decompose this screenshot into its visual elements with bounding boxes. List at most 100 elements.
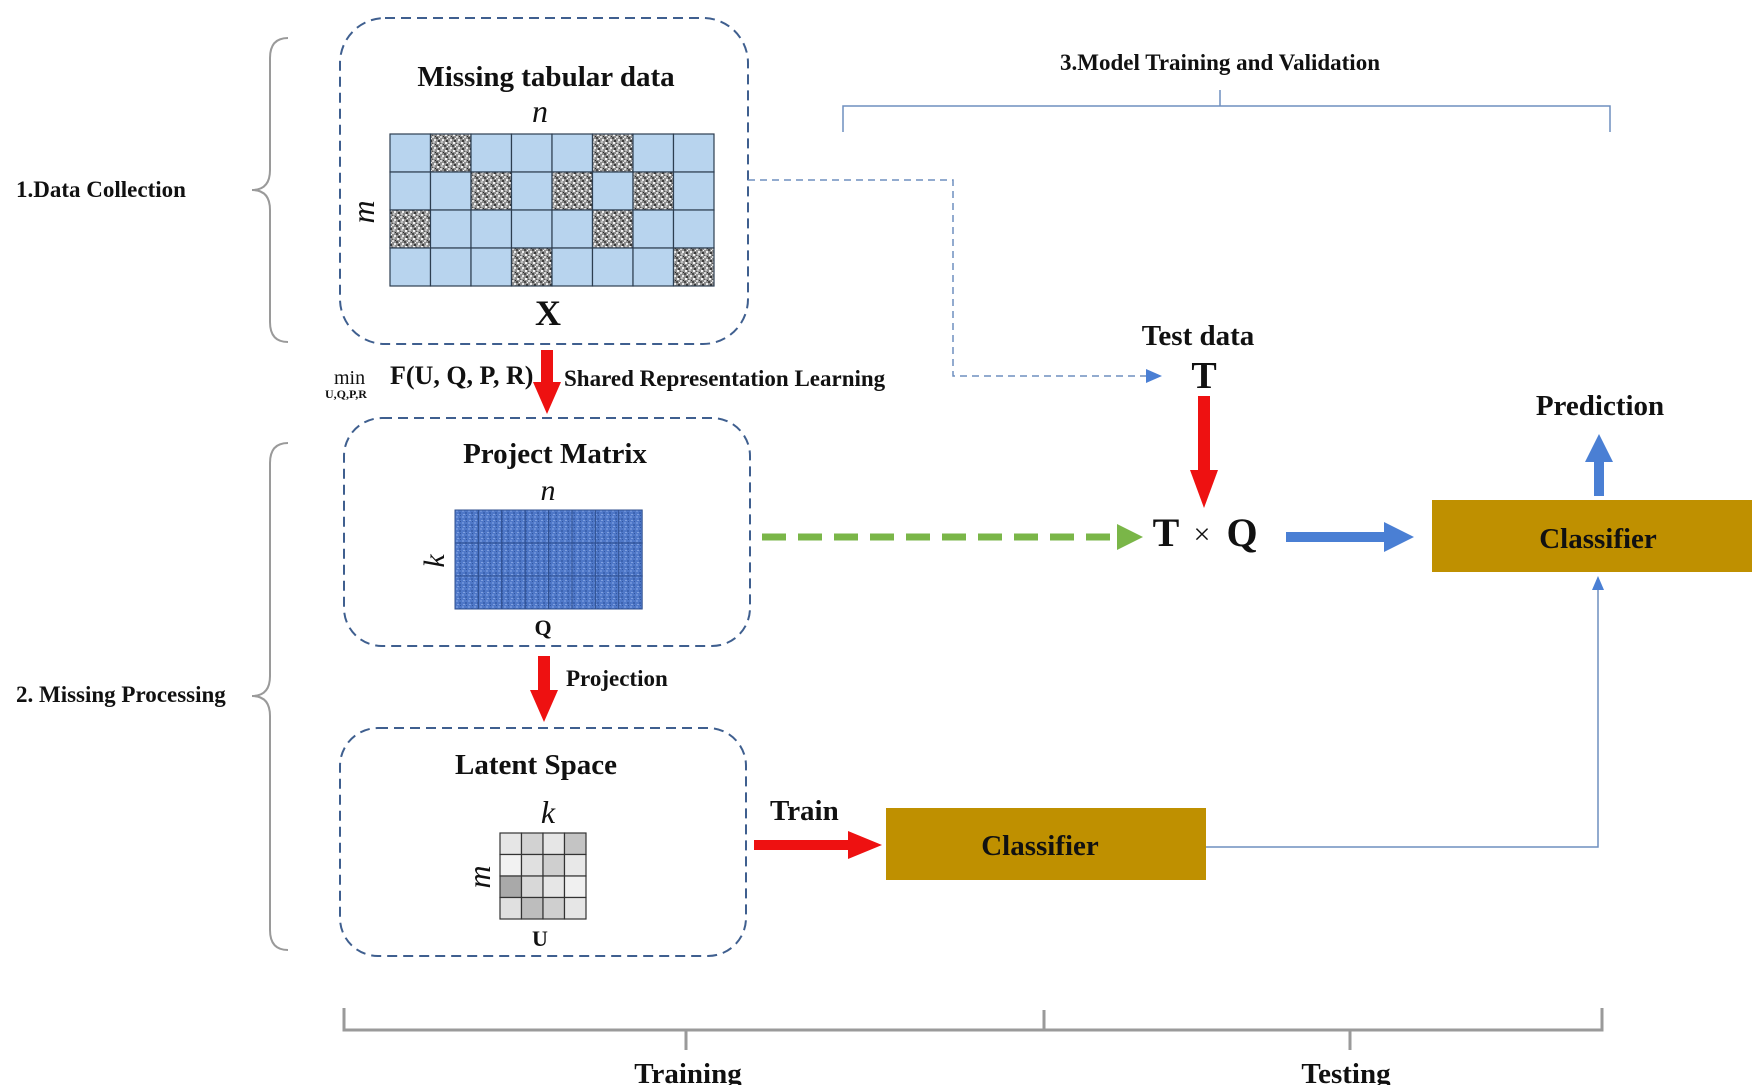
matrix-q-cell (618, 542, 643, 577)
matrix-x-cell (389, 171, 432, 211)
arrow-train-head (848, 831, 882, 859)
matrix-q-cell (548, 575, 573, 610)
title-test-data: Test data (1142, 320, 1255, 352)
matrix-q-cell (454, 509, 479, 544)
label-testing: Testing (1301, 1058, 1391, 1085)
matrix-u-cell (499, 853, 523, 877)
dim-n-project: n (541, 474, 556, 507)
test-data-symbol: T (1191, 355, 1216, 397)
matrix-q-cell (501, 542, 526, 577)
arrow-projection-shaft (538, 656, 550, 692)
arrow-test-head (1190, 470, 1218, 508)
matrix-x-cell (470, 133, 513, 173)
matrix-q-cell (618, 575, 643, 610)
arrow-shared-head (533, 382, 561, 414)
connector-arrowhead (1592, 576, 1604, 590)
matrix-q-cell (454, 575, 479, 610)
connector-train-to-test-classifier (1206, 586, 1599, 848)
title-project-matrix: Project Matrix (463, 438, 647, 470)
title-missing-tabular-data: Missing tabular data (417, 61, 675, 93)
label-model-training: 3.Model Training and Validation (1060, 50, 1380, 75)
matrix-q-cell (477, 509, 503, 544)
matrix-name-x: X (535, 293, 561, 333)
matrix-u-cell (520, 853, 544, 877)
label-missing-processing: 2. Missing Processing (16, 682, 226, 707)
green-dashed-arrowhead (1117, 524, 1143, 550)
matrix-x-missing-cell (510, 247, 553, 287)
matrix-x-cell (672, 133, 715, 173)
matrix-x-cell (429, 209, 472, 249)
matrix-q-cell (501, 509, 526, 544)
matrix-u-cell (563, 896, 587, 920)
matrix-x-missing-cell (632, 171, 675, 211)
classifier-train-box (886, 808, 1206, 880)
matrix-u-cell (542, 896, 566, 920)
min-operator: min (334, 367, 365, 389)
label-train: Train (770, 795, 839, 827)
matrix-x-cell (429, 247, 472, 287)
classifier-test-label: Classifier (1539, 523, 1657, 555)
matrix-x-cell (551, 133, 594, 173)
matrix-q-cell (594, 575, 620, 610)
matrix-u-cell (520, 896, 544, 920)
box-missing-tabular-data (339, 17, 749, 345)
matrix-q-cell (618, 509, 643, 544)
matrix-q-cell (571, 575, 596, 610)
dim-k-latent: k (541, 794, 556, 830)
matrix-q-grid (454, 509, 643, 610)
product-left: T (1153, 510, 1180, 555)
arrow-test-shaft (1198, 396, 1210, 472)
matrix-x-missing-cell (429, 133, 472, 173)
matrix-u-cell (499, 896, 523, 920)
matrix-x-cell (551, 209, 594, 249)
bracket-model-training (842, 90, 1611, 132)
matrix-q-cell (594, 542, 620, 577)
matrix-x-cell (470, 209, 513, 249)
matrix-q-cell (524, 542, 550, 577)
arrow-prediction-shaft (1594, 460, 1604, 496)
bracket-bottom (342, 1008, 1604, 1050)
matrix-u-cell (563, 853, 587, 877)
arrow-prediction-head (1585, 434, 1613, 462)
label-shared-representation: Shared Representation Learning (564, 366, 886, 391)
dashed-connector-arrowhead (1146, 369, 1162, 383)
matrix-q-cell (571, 509, 596, 544)
dim-k-project: k (418, 554, 451, 568)
matrix-q-cell (548, 509, 573, 544)
matrix-q-cell (501, 575, 526, 610)
matrix-q-cell (594, 509, 620, 544)
matrix-x-cell (632, 209, 675, 249)
matrix-name-q: Q (534, 615, 551, 640)
matrix-x-missing-cell (591, 209, 634, 249)
matrix-q-cell (524, 575, 550, 610)
product-right: Q (1226, 510, 1257, 555)
bracket-missing-processing (251, 442, 289, 951)
matrix-q-cell (548, 542, 573, 577)
matrix-x-missing-cell (591, 133, 634, 173)
objective-function: F(U, Q, P, R) (390, 361, 533, 390)
matrix-x-cell (632, 247, 675, 287)
matrix-u-cell (542, 853, 566, 877)
matrix-u-cell (542, 875, 566, 899)
matrix-q-cell (477, 542, 503, 577)
min-subscript: U,Q,P,R (325, 387, 367, 401)
label-data-collection: 1.Data Collection (16, 177, 186, 202)
arrow-product-shaft (1286, 532, 1386, 542)
bracket-data-collection (251, 37, 289, 343)
matrix-u-cell (520, 875, 544, 899)
matrix-q-cell (571, 542, 596, 577)
dim-m-missing: m (345, 200, 381, 223)
matrix-u-cell (520, 832, 544, 856)
dim-n-missing: n (532, 93, 548, 129)
matrix-x-cell (510, 171, 553, 211)
arrow-shared-shaft (541, 350, 553, 384)
label-prediction: Prediction (1536, 390, 1664, 422)
matrix-u-cell (563, 875, 587, 899)
matrix-q-cell (454, 542, 479, 577)
arrow-projection-head (530, 690, 558, 722)
matrix-x-missing-cell (672, 247, 715, 287)
arrow-train-shaft (754, 840, 850, 850)
arrow-product-head (1384, 522, 1414, 552)
title-latent-space: Latent Space (455, 749, 617, 781)
